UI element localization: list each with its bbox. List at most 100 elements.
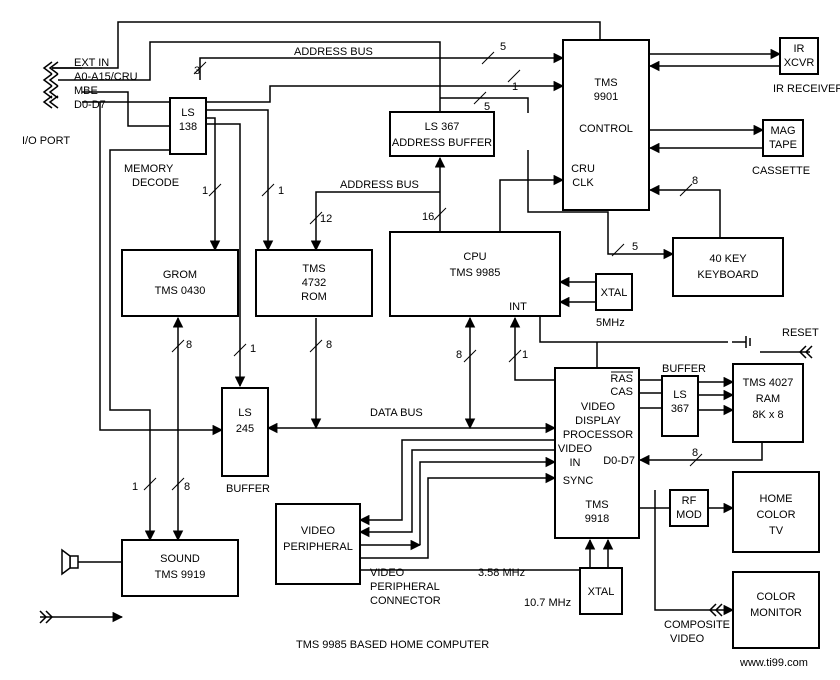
tms9901-line-5: CLK (572, 177, 594, 189)
vdp-line-video-in-1: VIDEO (558, 443, 593, 455)
reset-label: RESET (782, 327, 819, 339)
xtal-vdp-block: XTAL (579, 567, 623, 615)
ir-xcvr-line-1: IR (794, 43, 805, 55)
bw-ram-data: 8 (692, 447, 698, 459)
grom-line-1: GROM (163, 269, 197, 281)
xtal-cpu-label: XTAL (601, 287, 628, 299)
mag-tape-block: MAG TAPE (762, 119, 804, 157)
ls138-line-2: 138 (179, 121, 197, 133)
sound-block: SOUND TMS 9919 (121, 539, 239, 597)
io-port-arrows (39, 61, 813, 624)
ls367-ram-line-2: 367 (671, 403, 689, 415)
ls245-line-1: LS (238, 407, 251, 419)
bw-sound-data: 8 (184, 481, 190, 493)
vdp-line-processor: PROCESSOR (563, 429, 633, 441)
color-monitor-line-2: MONITOR (750, 607, 802, 619)
rom-line-2: 4732 (302, 277, 326, 289)
cpu-line-1: CPU (463, 251, 486, 263)
sound-line-2: TMS 9919 (155, 569, 206, 581)
bw-cpu-data: 8 (456, 349, 462, 361)
rom-line-1: TMS (302, 263, 325, 275)
wires (40, 21, 810, 623)
bw-dec-245: 1 (250, 343, 256, 355)
bus-width-slashes (143, 51, 703, 491)
video-connector-line-3: CONNECTOR (370, 595, 441, 607)
keyboard-line-1: 40 KEY (709, 253, 747, 265)
tms9901-line-1: TMS (594, 77, 617, 89)
ir-receiver-label: IR RECEIVER (773, 83, 840, 95)
ls138-line-1: LS (181, 107, 194, 119)
bw-addr-9901: 5 (500, 41, 506, 53)
keyboard-line-2: KEYBOARD (697, 269, 758, 281)
composite-line-2: VIDEO (670, 633, 705, 645)
io-labels: EXT IN A0-A15/CRU MBE D0-D7 I/O PORT (22, 57, 138, 147)
sound-line-1: SOUND (160, 553, 200, 565)
vdp-cas: CAS (610, 386, 633, 398)
ram-block: TMS 4027 RAM 8K x 8 (732, 363, 804, 443)
buffer-top-label: BUFFER (662, 363, 706, 375)
io-line-mbe: MBE (74, 85, 98, 97)
bw-keyboard: 5 (632, 241, 638, 253)
ram-line-1: TMS 4027 (743, 377, 794, 389)
vdp-line-tms: TMS (585, 499, 608, 511)
ir-xcvr-line-2: XCVR (784, 57, 815, 69)
xtal-cpu-freq: 5MHz (596, 317, 625, 329)
ls245-block: LS 245 (221, 387, 269, 477)
speaker-icon (61, 548, 79, 576)
vdp-block: RAS CAS VIDEO DISPLAY PROCESSOR VIDEO IN… (554, 367, 640, 539)
color-monitor-line-1: COLOR (756, 591, 795, 603)
bw-dec-rom: 1 (278, 185, 284, 197)
bw-sound-sel: 1 (132, 481, 138, 493)
bw-buf-9901: 5 (484, 101, 490, 113)
tms9901-line-3: CONTROL (579, 123, 633, 135)
cpu-int-label: INT (509, 301, 527, 313)
ls367-addr-line-2: ADDRESS BUFFER (392, 137, 492, 149)
home-tv-block: HOME COLOR TV (732, 471, 820, 553)
memory-decode-line-1: MEMORY (124, 163, 174, 175)
ls245-buffer-label: BUFFER (226, 483, 270, 495)
vdp-line-sync: SYNC (563, 475, 594, 487)
bw-ls138-in: 3 (194, 65, 200, 77)
io-line-data: D0-D7 (74, 99, 106, 111)
ls138-block: LS 138 (169, 97, 207, 155)
mag-tape-line-1: MAG (770, 125, 795, 137)
freq-358-label: 3.58 MHz (478, 567, 525, 579)
vdp-line-video: VIDEO (581, 401, 616, 413)
bw-line-9901: 1 (512, 81, 518, 93)
bw-int: 1 (522, 349, 528, 361)
bw-rom-data: 8 (326, 339, 332, 351)
site-url: www.ti99.com (739, 657, 808, 669)
grom-block: GROM TMS 0430 (121, 249, 239, 317)
home-tv-line-2: COLOR (756, 509, 795, 521)
data-bus-label: DATA BUS (370, 407, 423, 419)
io-line-address: A0-A15/CRU (74, 71, 138, 83)
bw-addr-rom: 12 (320, 213, 332, 225)
io-line-ext-in: EXT IN (74, 57, 109, 69)
tms9901-line-2: 9901 (594, 91, 618, 103)
ls367-addr-line-1: LS 367 (425, 121, 460, 133)
io-port-label: I/O PORT (22, 135, 70, 147)
bus-width-labels: 3 5 1 5 8 1 1 12 16 5 8 1 8 8 1 8 1 8 (132, 41, 698, 493)
vdp-line-d0d7: D0-D7 (603, 455, 635, 467)
xtal-vdp-freq: 10.7 MHz (524, 597, 571, 609)
rf-mod-line-1: RF (682, 495, 697, 507)
composite-line-1: COMPOSITE (664, 619, 730, 631)
ir-xcvr-block: IR XCVR (779, 37, 819, 75)
ram-line-3: 8K x 8 (752, 409, 783, 421)
caption: TMS 9985 BASED HOME COMPUTER (296, 639, 489, 651)
vdp-ras: RAS (610, 373, 633, 385)
home-tv-line-3: TV (769, 525, 784, 537)
grom-line-2: TMS 0430 (155, 285, 206, 297)
video-peripheral-block: VIDEO PERIPHERAL (275, 503, 361, 585)
bw-kbd-9901: 8 (692, 175, 698, 187)
vdp-line-9918: 9918 (585, 513, 609, 525)
bw-grom-data: 8 (186, 339, 192, 351)
rom-line-3: ROM (301, 291, 327, 303)
mag-tape-line-2: TAPE (769, 139, 797, 151)
bw-dec-grom: 1 (202, 185, 208, 197)
video-connector-line-2: PERIPHERAL (370, 581, 440, 593)
vdp-line-display: DISPLAY (575, 415, 621, 427)
video-peripheral-line-1: VIDEO (301, 525, 336, 537)
xtal-cpu-block: XTAL (595, 273, 633, 311)
